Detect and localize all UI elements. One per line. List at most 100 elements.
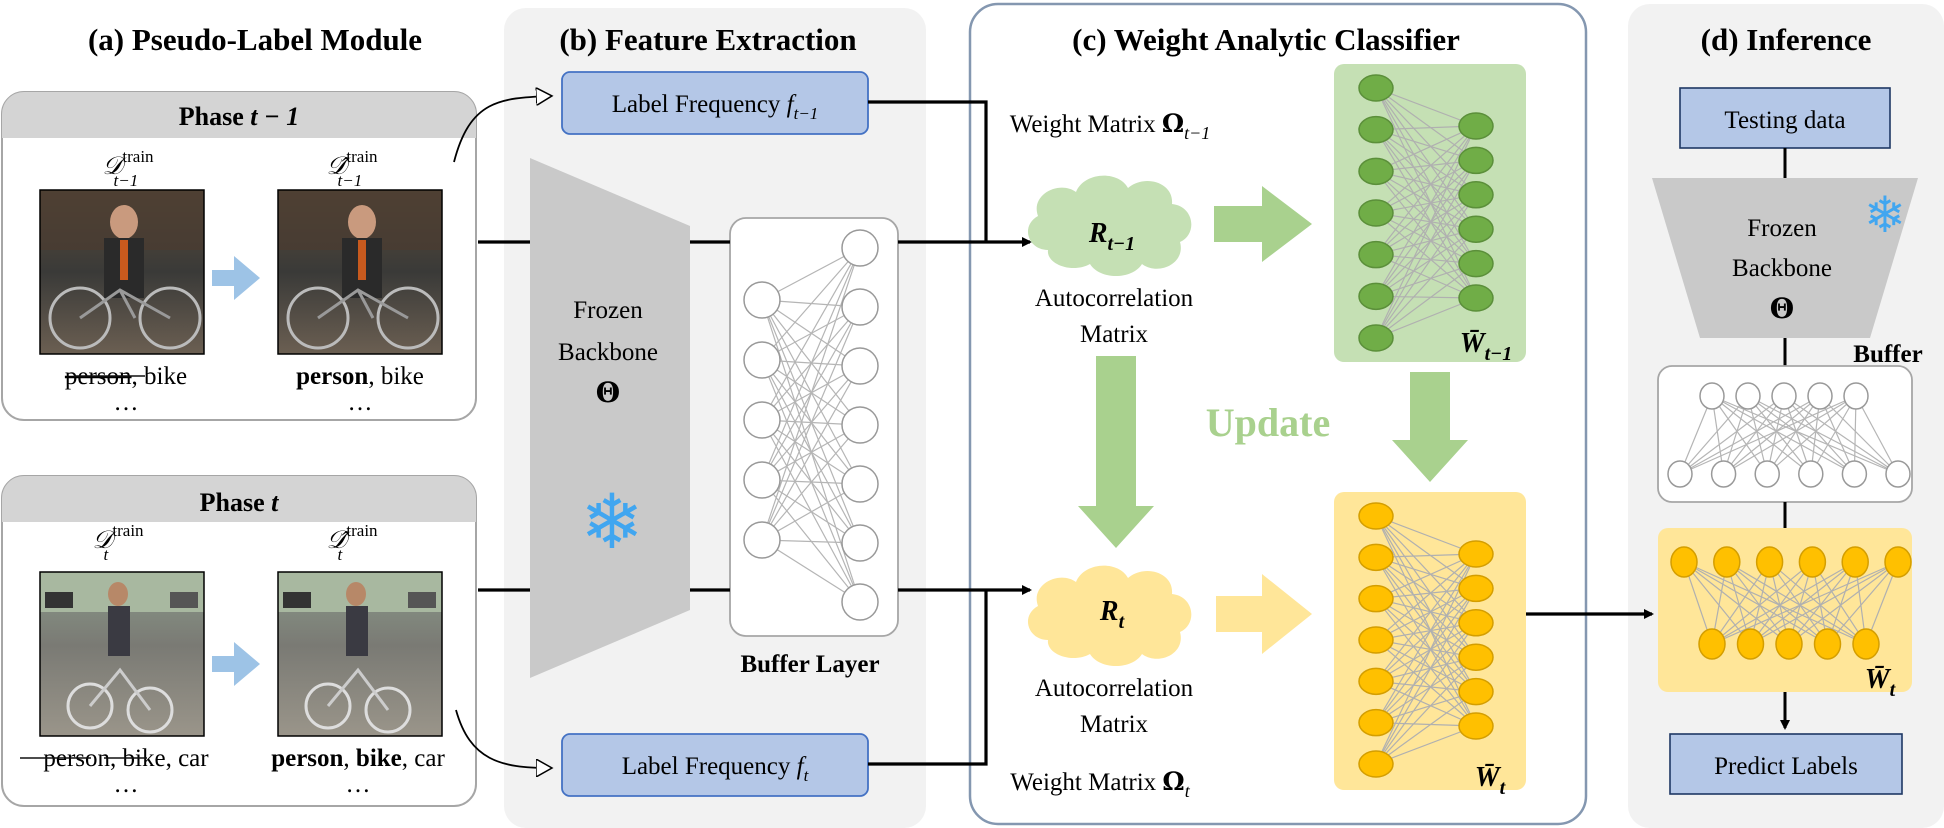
network-node [1358, 240, 1394, 269]
network-node [1713, 546, 1741, 578]
green-arrow-right [1214, 186, 1312, 262]
inference-backbone-shape [1652, 178, 1918, 338]
network-edge [1375, 588, 1477, 724]
network-edge [1375, 587, 1477, 682]
network-node [1458, 181, 1494, 209]
network-edge [761, 247, 861, 421]
network-node [1458, 540, 1494, 568]
network-edge [1375, 87, 1477, 127]
network-edge [1747, 395, 1899, 475]
network-edge [1723, 395, 1785, 475]
network-edge [1769, 561, 1828, 645]
network-edge [1375, 553, 1477, 600]
phase-prev-labels-right: person, bike [296, 363, 424, 390]
network-edge [1375, 725, 1477, 765]
network-edge [1375, 639, 1477, 693]
network-edge [1711, 395, 1855, 475]
network-edge [1375, 515, 1477, 658]
network-edge [1711, 561, 1771, 645]
network-edge [1375, 553, 1477, 682]
network-node [1358, 115, 1394, 144]
network-edge [1375, 125, 1477, 256]
phase-cur-ellipsis-right: … [346, 771, 371, 798]
phase-prev-photo-right [277, 189, 443, 355]
network-node [1843, 382, 1869, 410]
network-edge [1375, 228, 1477, 297]
network-edge [1711, 561, 1813, 645]
network-node [1358, 750, 1394, 778]
network-node [1754, 460, 1780, 488]
network-edge [1375, 556, 1477, 624]
phase-prev-header: Phase t − 1 [179, 102, 299, 131]
network-edge [1375, 228, 1477, 339]
network-node [1841, 546, 1869, 578]
network-edge [1375, 691, 1477, 765]
network-edge [1679, 395, 1821, 475]
network-node [1358, 502, 1394, 530]
network-node [1358, 199, 1394, 227]
autocorr-prev-line1: Autocorrelation [1035, 285, 1194, 312]
network-node [841, 288, 879, 326]
network-edge [1375, 87, 1477, 230]
network-edge [1375, 598, 1477, 658]
network-edge [1723, 395, 1821, 475]
network-edge [1375, 588, 1477, 765]
network-edge [1711, 395, 1899, 475]
testing-data-text: Testing data [1724, 107, 1845, 134]
network-edge [1810, 395, 1857, 475]
network-edge [1375, 656, 1477, 765]
autocorr-cloud-prev [1027, 175, 1192, 276]
network-edge [1375, 170, 1477, 265]
network-edge [1375, 515, 1477, 555]
network-edge [1375, 194, 1477, 297]
network-node [1852, 628, 1880, 660]
buffer-layer-network [743, 229, 879, 621]
network-node [841, 583, 879, 621]
network-node [1458, 609, 1494, 637]
network-node [1775, 628, 1803, 660]
network-edge [1375, 129, 1477, 299]
network-edge [1855, 395, 1899, 475]
phase-prev-transform-arrow [212, 256, 260, 300]
network-edge [1726, 561, 1790, 645]
network-edge [1375, 515, 1477, 692]
network-edge [761, 424, 861, 541]
network-node [1755, 546, 1784, 578]
network-edge [1788, 561, 1899, 645]
network-node [743, 341, 781, 379]
phase-cur-ellipsis-left: … [114, 771, 139, 798]
network-edge [1375, 691, 1477, 724]
network-node [1807, 382, 1833, 410]
network-node [1798, 546, 1827, 578]
network-node [841, 406, 879, 444]
phase-cur-labels-right: person, bike, car [271, 745, 445, 772]
network-node [1813, 628, 1842, 660]
network-edge [1375, 159, 1477, 256]
network-node [1358, 667, 1394, 696]
network-edge [1375, 129, 1477, 264]
network-node [1667, 460, 1693, 488]
network-edge [1683, 561, 1790, 645]
network-edge [761, 247, 861, 541]
network-edge [1750, 561, 1856, 645]
network-edge [1769, 561, 1867, 645]
network-node [1458, 146, 1494, 175]
network-edge [761, 365, 861, 541]
network-edge [1375, 87, 1477, 264]
network-node [1458, 215, 1494, 243]
network-edge [1375, 212, 1477, 299]
buffer-layer-label: Buffer Layer [740, 651, 879, 678]
autocorr-prev-line2: Matrix [1080, 321, 1149, 348]
curve-arrow-prev [453, 96, 550, 163]
network-edge [1375, 297, 1477, 339]
network-node [1699, 382, 1725, 410]
inference-snowflake-icon: ❄ [1864, 187, 1906, 243]
network-node [1884, 546, 1912, 578]
network-edge [1711, 561, 1856, 645]
network-node [1358, 584, 1394, 613]
network-node [1736, 628, 1765, 660]
network-node [1358, 626, 1394, 654]
green-arrow-down-right [1392, 372, 1468, 482]
